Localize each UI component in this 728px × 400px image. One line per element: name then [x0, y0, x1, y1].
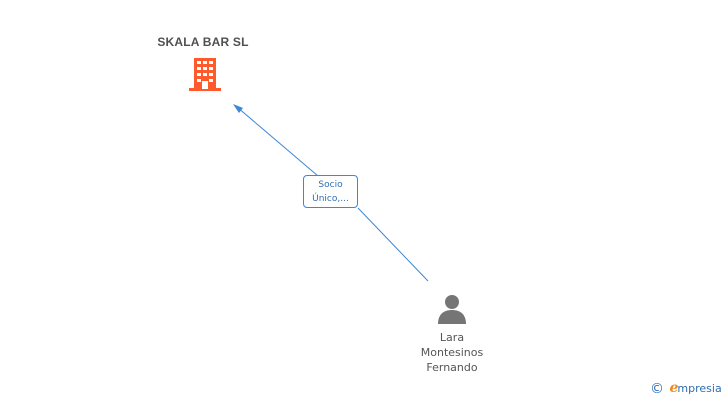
edge-line-lower	[357, 207, 429, 282]
person-name[interactable]: Lara Montesinos Fernando	[392, 330, 512, 375]
person-name-line1: Lara	[439, 331, 465, 344]
edge-line-upper	[236, 106, 319, 177]
empresia-brand[interactable]: © empresia	[650, 380, 722, 398]
building-icon[interactable]	[188, 56, 222, 92]
copyright-icon: ©	[650, 381, 664, 397]
person-name-line3: Fernando	[426, 361, 478, 374]
person-name-line2: Montesinos	[420, 346, 484, 359]
brand-e-letter: e	[669, 380, 679, 396]
brand-name-rest: mpresia	[677, 382, 722, 395]
relation-label-line2: Único,...	[312, 194, 349, 204]
relation-label-line1: Socio	[318, 180, 343, 190]
person-icon[interactable]	[436, 293, 468, 325]
company-name[interactable]: SKALA BAR SL	[157, 35, 249, 49]
edge-arrowhead	[233, 104, 243, 113]
ownership-edge	[233, 104, 429, 282]
relation-label[interactable]: Socio Único,...	[303, 175, 358, 208]
